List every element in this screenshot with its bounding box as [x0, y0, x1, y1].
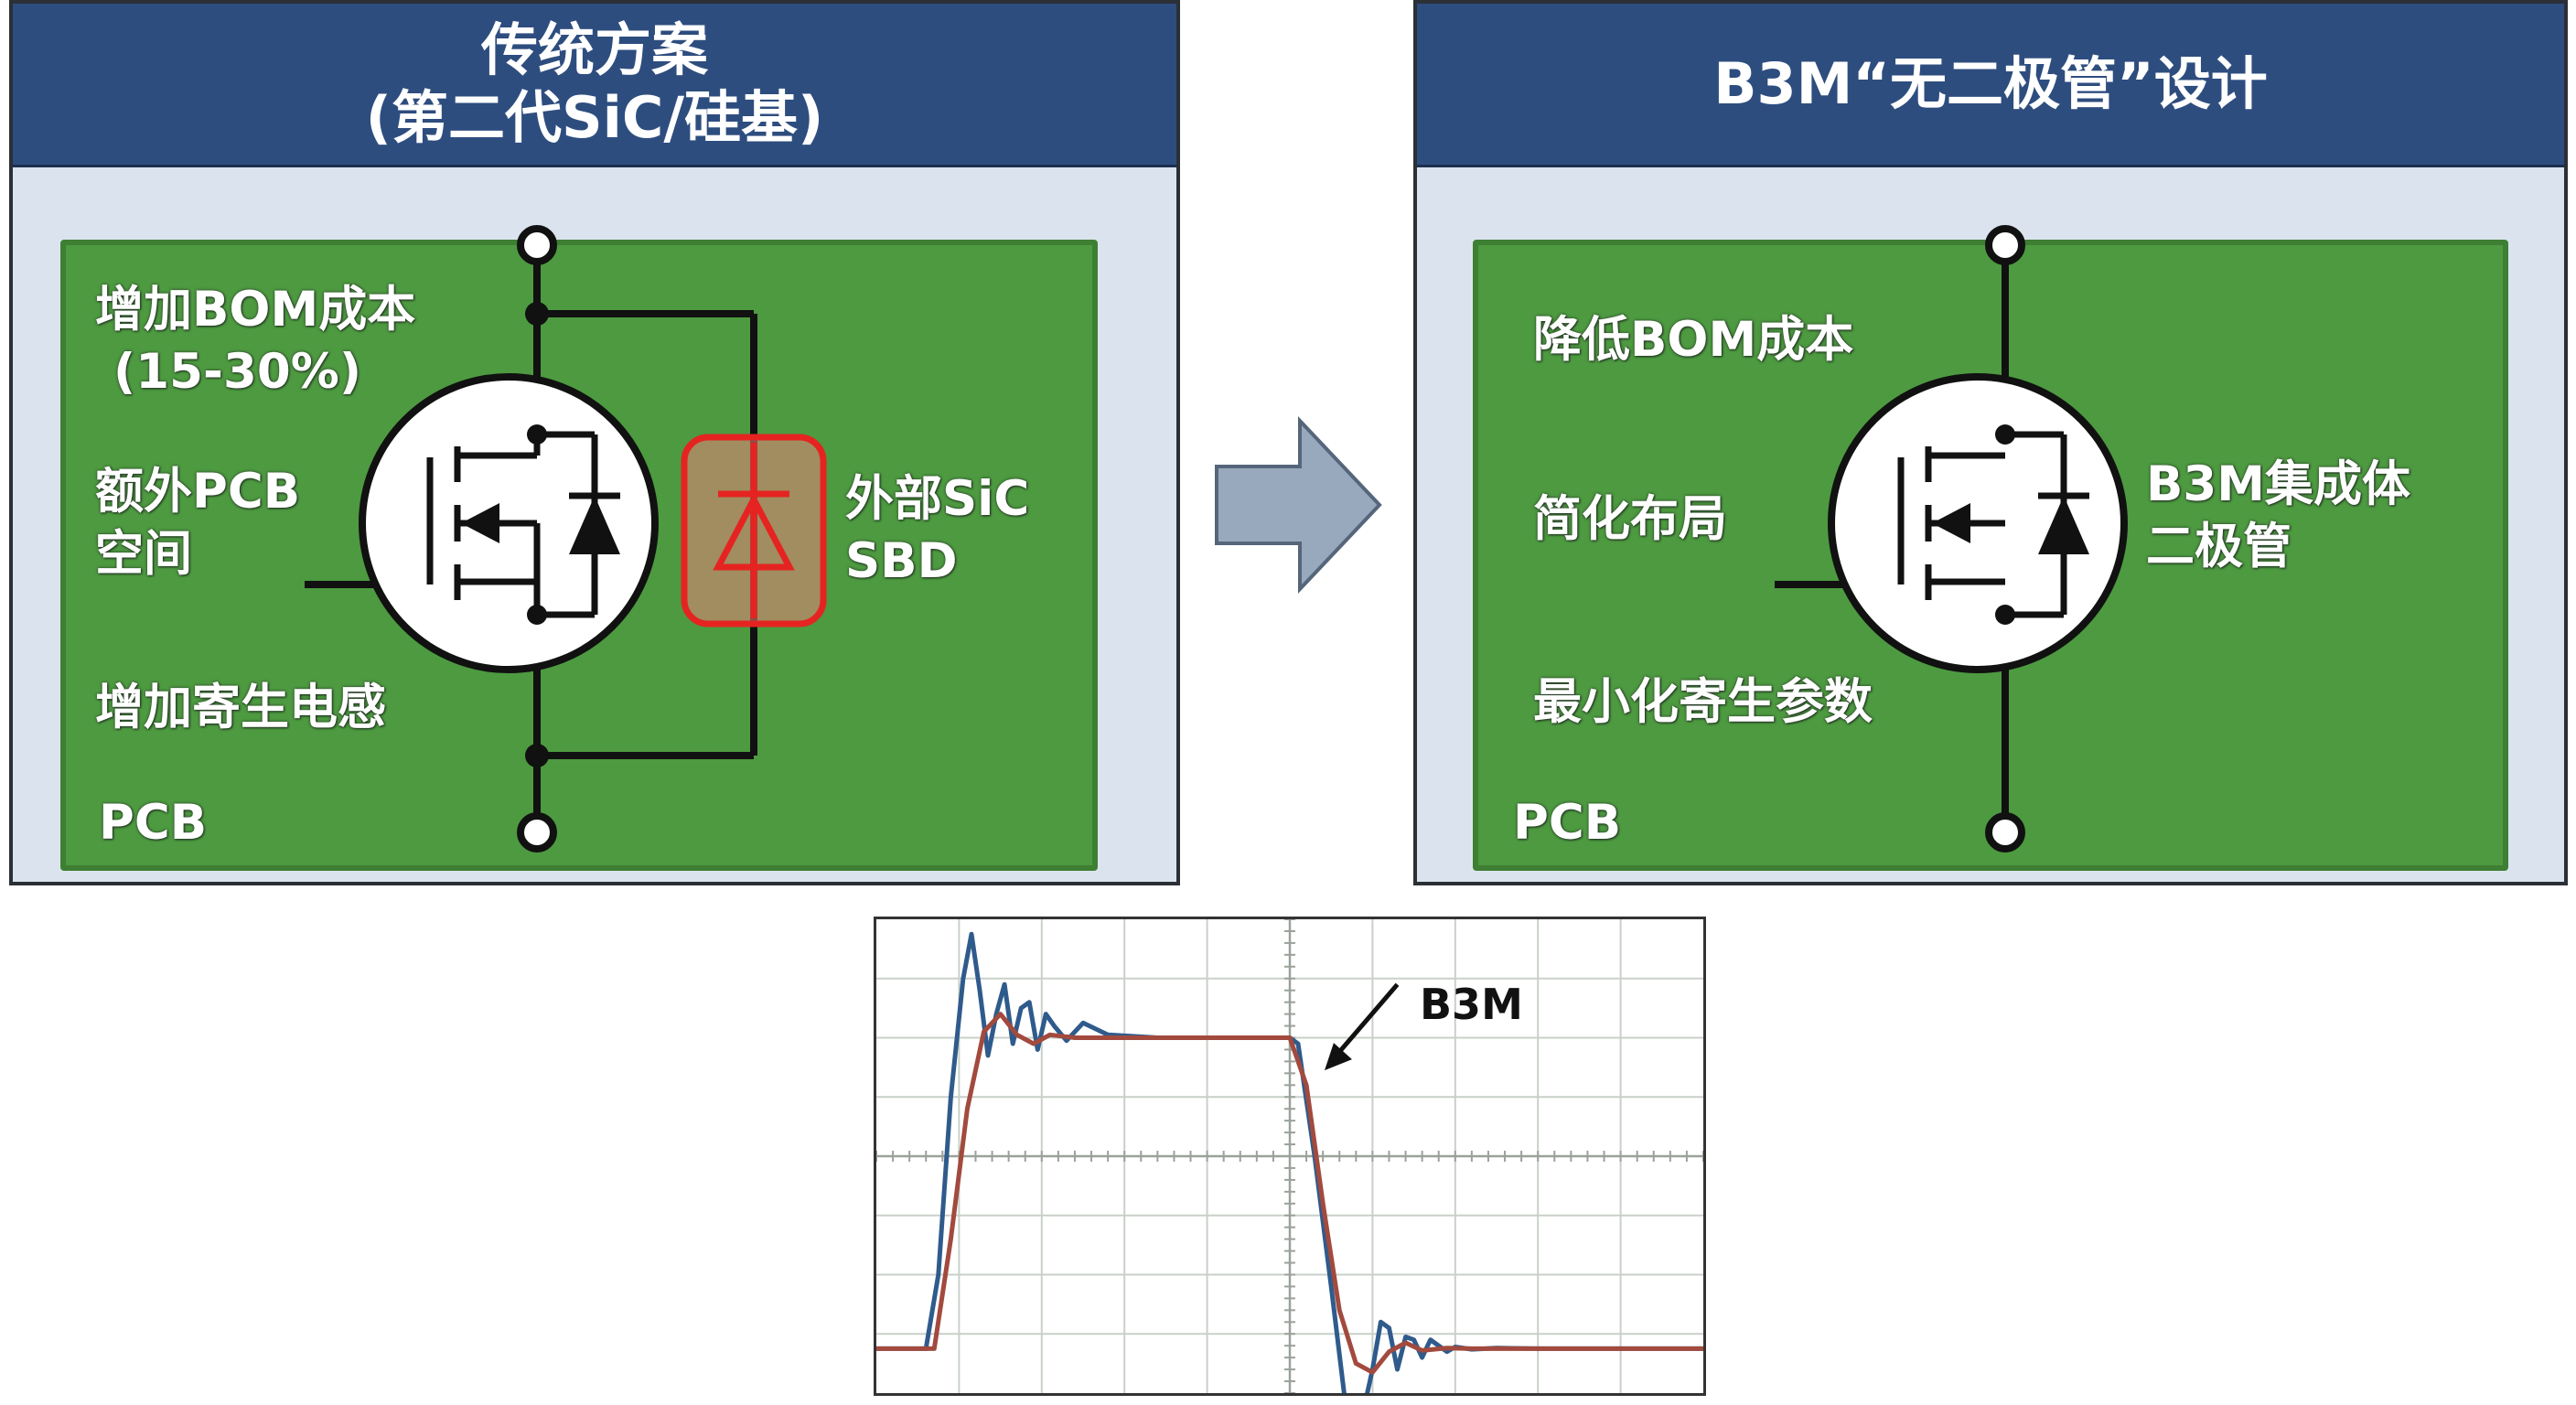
schottky-diode-icon [681, 434, 827, 627]
label-space: 空间 [95, 526, 192, 582]
annotation-arrow-head-icon [1324, 1043, 1352, 1071]
bottom-terminal-icon [517, 812, 557, 853]
label-b3m-integrated: B3M集成体 [2146, 456, 2411, 512]
b3m-annotation-label: B3M [1420, 980, 1523, 1029]
b3m-waveform-trace [874, 1012, 1706, 1375]
label-minimize-parasitics: 最小化寄生参数 [1533, 674, 1873, 730]
waveform-chart: B3M [874, 917, 1706, 1405]
traditional-terminals [517, 225, 557, 853]
label-sbd: SBD [845, 533, 958, 589]
label-simplify-layout: 简化布局 [1533, 491, 1727, 547]
traditional-title: 传统方案 [480, 16, 708, 83]
top-terminal-icon [1985, 225, 2025, 265]
b3m-title: B3M“无二极管”设计 [1713, 50, 2268, 117]
mosfet-symbol-icon [359, 373, 659, 673]
label-parasitic-inductance: 增加寄生电感 [95, 680, 386, 735]
bottom-terminal-icon [1985, 812, 2025, 853]
label-external-sic: 外部SiC [845, 471, 1030, 527]
label-increase-bom: 增加BOM成本 [95, 282, 416, 338]
waveform-plot [874, 918, 1706, 1405]
pcb-label: PCB [99, 795, 208, 851]
top-terminal-icon [517, 225, 557, 265]
traditional-subtitle: (第二代SiC/硅基) [365, 84, 824, 151]
b3m-design-header: B3M“无二极管”设计 [1417, 4, 2564, 167]
label-extra-pcb: 额外PCB [95, 464, 301, 520]
annotation-arrow-line [1329, 982, 1400, 1064]
pcb-label: PCB [1513, 795, 1622, 851]
label-reduce-bom: 降低BOM成本 [1533, 312, 1854, 368]
junction-dot-icon [525, 302, 549, 326]
traditional-solution-header: 传统方案 (第二代SiC/硅基) [13, 4, 1176, 167]
label-body-diode: 二极管 [2146, 519, 2292, 574]
mosfet-symbol-icon [1828, 373, 2128, 673]
right-arrow-icon [1215, 415, 1382, 595]
label-bom-percent: (15-30%) [113, 344, 362, 400]
junction-dot-icon [525, 744, 549, 767]
